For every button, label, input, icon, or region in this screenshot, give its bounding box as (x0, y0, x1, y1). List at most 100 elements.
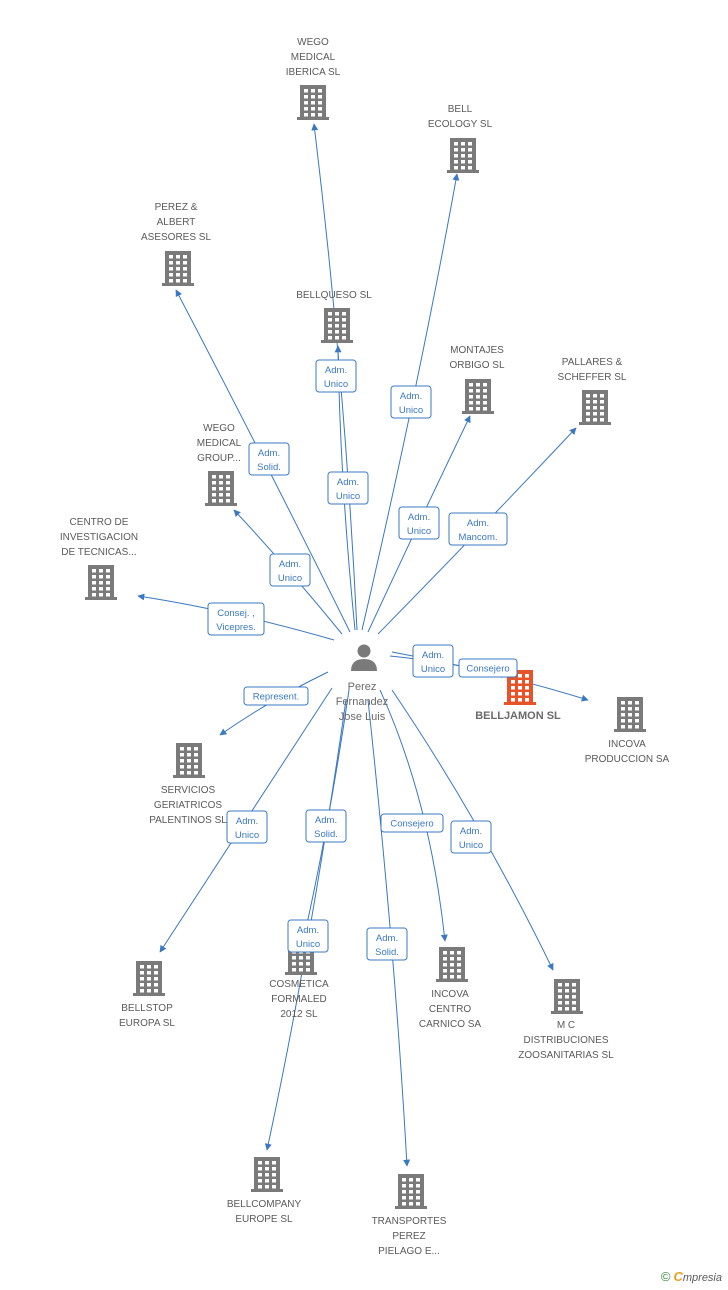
company-name-line: ORBIGO SL (449, 360, 504, 371)
building-icon (162, 251, 194, 286)
role-label-line: Unico (296, 939, 320, 950)
company-name: INCOVA CENTRO CARNICO SA (419, 989, 482, 1030)
role-label-box (412, 644, 454, 678)
role-label-perez-albert[interactable]: Adm. Solid. (248, 442, 290, 476)
role-label-bellstop[interactable]: Adm.Unico (226, 810, 268, 844)
company-node-perez-albert[interactable]: PEREZ & ALBERT ASESORES SL (141, 202, 211, 286)
role-label-transportes-perez[interactable]: Adm.Solid. (366, 927, 408, 961)
role-label-bell-ecology[interactable]: Adm.Unico (390, 385, 432, 419)
company-name-line: ASESORES SL (141, 232, 211, 243)
role-label-wego-medical-group[interactable]: Adm.Unico (269, 553, 311, 587)
role-label-text: Adm. Unico (324, 365, 348, 390)
role-label-box (398, 506, 440, 540)
company-name-line: SCHEFFER SL (558, 372, 627, 383)
role-label-line: Adm. (422, 650, 444, 661)
role-label-belljamon[interactable]: Adm.Unico (412, 644, 454, 678)
role-label-box (207, 602, 265, 636)
role-label-bellqueso[interactable]: Adm. Unico (327, 471, 369, 505)
company-name-line: BELL (448, 104, 473, 115)
role-label-text: Adm. Unico (296, 925, 320, 950)
company-name-line: CENTRO (429, 1004, 471, 1015)
building-icon (462, 379, 494, 414)
company-name-line: ZOOSANITARIAS SL (518, 1050, 614, 1061)
role-label-incova-centro[interactable]: Consejero (380, 813, 444, 833)
building-icon (579, 390, 611, 425)
role-label-line: Mancom. (458, 532, 497, 543)
role-label-centro-investigacion[interactable]: Consej. ,Vicepres. (207, 602, 265, 636)
company-name-line: GERIATRICOS (154, 800, 222, 811)
company-node-incova-centro[interactable]: INCOVA CENTRO CARNICO SA (419, 947, 482, 1030)
role-label-pallares-scheffer[interactable]: Adm.Mancom. (448, 512, 508, 546)
building-icon (614, 697, 646, 732)
role-label-mc-distribuciones[interactable]: Adm.Unico (450, 820, 492, 854)
company-name-line: EUROPE SL (235, 1214, 293, 1225)
copyright-symbol: © (660, 1269, 671, 1284)
company-name-line: ECOLOGY SL (428, 119, 493, 130)
building-icon (551, 979, 583, 1014)
company-node-wego-medical-iberica[interactable]: WEGO MEDICAL IBERICA SL (286, 37, 341, 120)
company-node-bellqueso[interactable]: BELLQUESO SL (296, 290, 372, 343)
company-node-bell-ecology[interactable]: BELL ECOLOGY SL (428, 104, 493, 173)
company-node-belljamon[interactable]: BELLJAMON SL (475, 670, 561, 722)
company-name-line: WEGO (203, 423, 235, 434)
brand-logo: Cmpresia (673, 1269, 722, 1284)
role-label-incova-produccion[interactable]: Consejero (458, 658, 518, 678)
company-name-line: PRODUCCION SA (585, 754, 670, 765)
role-label-box (448, 512, 508, 546)
brand-footer: ©Cmpresia (661, 1269, 722, 1284)
company-name: WEGO MEDICAL IBERICA SL (286, 37, 341, 78)
company-name-line: 2012 SL (280, 1009, 318, 1020)
company-name-line: SERVICIOS (161, 785, 216, 796)
role-label-line: Adm. (325, 365, 347, 376)
company-name-line: CARNICO SA (419, 1019, 482, 1030)
role-label-montajes-orbigo[interactable]: Adm.Unico (398, 506, 440, 540)
role-label-cosmetica[interactable]: Adm. Unico (287, 919, 329, 953)
role-label-servicios-geriatricos[interactable]: Represent. (243, 686, 309, 706)
brand-name: mpresia (682, 1272, 722, 1284)
building-icon (173, 743, 205, 778)
company-node-pallares-scheffer[interactable]: PALLARES &SCHEFFER SL (558, 357, 627, 425)
role-label-line: Unico (399, 405, 423, 416)
company-name-line: INVESTIGACION (60, 532, 138, 543)
company-name: BELL ECOLOGY SL (428, 104, 493, 130)
role-label-line: Unico (235, 830, 259, 841)
role-label-line: Adm. (337, 477, 359, 488)
role-label-text: Consejero (466, 664, 509, 675)
role-label-line: Unico (336, 491, 360, 502)
company-name-line: ALBERT (157, 217, 196, 228)
company-name-line: BELLSTOP (121, 1003, 173, 1014)
company-name-line: INCOVA (431, 989, 469, 1000)
company-name-line: MEDICAL (291, 52, 336, 63)
role-label-line: Adm. (258, 448, 280, 459)
building-icon (297, 85, 329, 120)
company-name-line: WEGO (297, 37, 329, 48)
role-label-text: Adm. Solid. (257, 448, 281, 473)
company-name-line: M C (557, 1020, 575, 1031)
company-name-line: IBERICA SL (286, 67, 341, 78)
role-label-wego-medical-iberica[interactable]: Adm. Unico (315, 359, 357, 393)
role-label-bellcompany[interactable]: Adm.Solid. (305, 809, 347, 843)
role-label-line: Adm. (297, 925, 319, 936)
role-label-text: Adm.Solid. (375, 933, 399, 958)
role-label-line: Unico (324, 379, 348, 390)
role-label-line: Solid. (257, 462, 281, 473)
company-name-line: PEREZ & (155, 202, 198, 213)
role-label-text: Consej. ,Vicepres. (216, 608, 255, 633)
company-name-line: BELLJAMON SL (475, 710, 561, 722)
role-label-box (380, 813, 444, 833)
